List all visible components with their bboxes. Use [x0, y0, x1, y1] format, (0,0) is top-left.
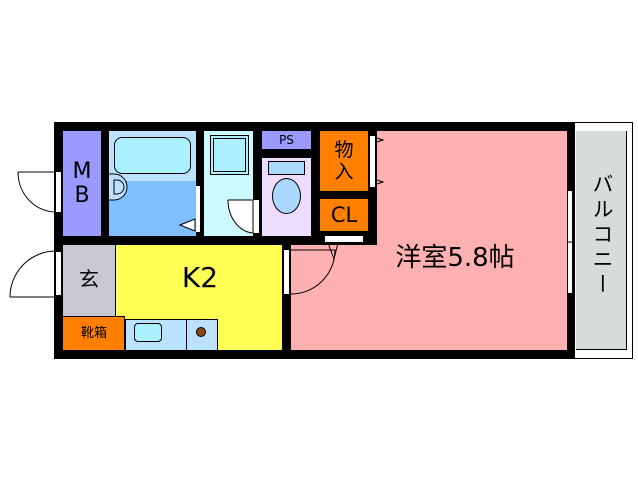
wall-toilet-storage: [311, 131, 320, 245]
closet-door[interactable]: [325, 236, 363, 242]
wall-wash-toilet: [253, 131, 262, 236]
shoe-box-label: 靴箱: [80, 325, 107, 341]
room-western-lower: [291, 245, 567, 350]
kitchen-western-door[interactable]: [284, 250, 289, 294]
balcony-floor: [576, 131, 627, 350]
mb-label-line2: B: [74, 183, 90, 208]
toilet-tank: [268, 161, 305, 175]
room-ps: [262, 131, 311, 149]
entrance-door: [56, 252, 61, 295]
bathtub: [114, 137, 191, 174]
wall-storage-closet: [320, 191, 368, 199]
balcony-label: バルコニー: [590, 172, 614, 298]
storage-label-line2: 入: [334, 160, 354, 183]
western-room-label: 洋室5.8帖: [395, 243, 515, 273]
outer-wall-top: [54, 122, 574, 131]
wall-mb-bath: [101, 131, 109, 236]
room-closet: [320, 199, 368, 231]
mb-label-line1: M: [72, 159, 92, 184]
toilet-bowl: [272, 178, 301, 214]
wash-sink: [210, 135, 249, 175]
room-mb: [63, 131, 101, 236]
kitchen-label: K2: [181, 261, 219, 294]
wall-bath-wash: [196, 131, 204, 236]
mb-door: [56, 172, 61, 212]
storage-label: 物 入: [320, 133, 368, 189]
room-western-mid: [377, 231, 567, 245]
wall-ps-toilet: [262, 149, 311, 158]
room-entrance: [63, 245, 115, 316]
storage-label-line1: 物: [334, 138, 354, 161]
storage-door[interactable]: [370, 135, 375, 188]
outer-wall-left: [54, 122, 63, 359]
wall-storage-right: [368, 131, 377, 245]
stove-burner-icon: [196, 327, 206, 337]
room-western: [377, 131, 567, 231]
kitchen-sink: [134, 323, 162, 342]
closet-label: CL: [330, 202, 358, 227]
bath-door[interactable]: [196, 186, 200, 232]
outer-wall-bottom: [54, 350, 574, 359]
room-storage: [320, 131, 368, 191]
entrance-label: 玄: [79, 267, 99, 291]
wall-middle: [63, 236, 311, 245]
mb-label: M B: [63, 160, 101, 208]
shoe-box: [63, 316, 125, 350]
ps-label: PS: [279, 133, 294, 147]
